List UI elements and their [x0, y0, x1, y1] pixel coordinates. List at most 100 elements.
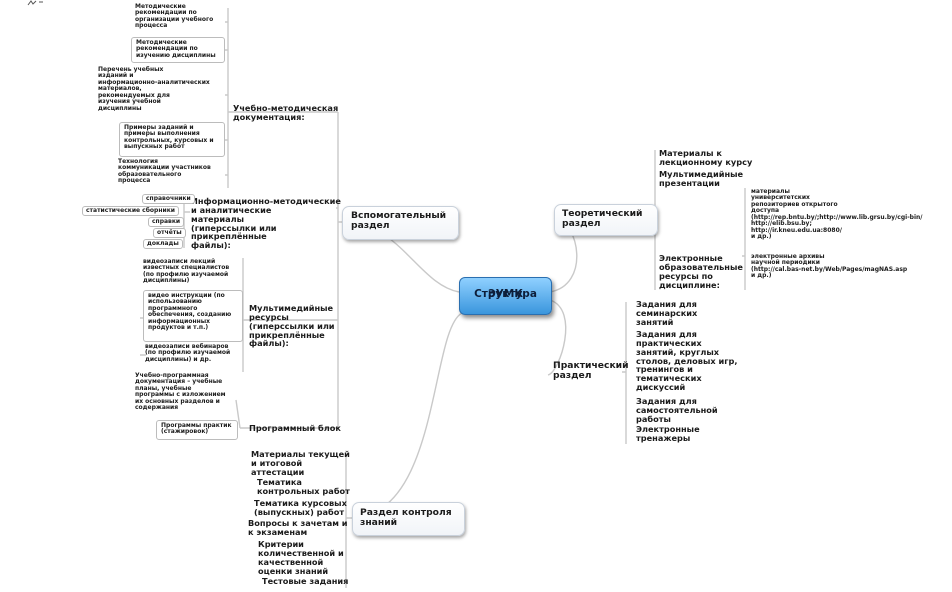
theory-item-1[interactable]: Материалы к лекционному курсу [659, 149, 752, 167]
umd-label-line2: документация: [233, 111, 305, 122]
control-item-3-l2: (выпускных) работ [254, 506, 345, 517]
theory-title-line1: Теоретический [562, 208, 643, 219]
eor-item-2-l4: и др.) [751, 272, 772, 280]
control-item-1-l3: аттестации [251, 466, 305, 477]
umd-item-2-l1: Методические [136, 39, 187, 46]
control-title-line2: знаний [360, 516, 398, 528]
media-item-2-l5: информационных [148, 317, 211, 325]
umd-item-1[interactable]: Методические рекомендации по организации… [135, 3, 214, 30]
media-item-1-l4: дисциплины) [143, 277, 190, 285]
theory-item-3[interactable]: Электронные образовательные ресурсы по д… [659, 254, 743, 289]
media-label-l5: файлы): [249, 338, 289, 349]
control-item-5-l4: оценки знаний [258, 565, 329, 576]
ima-item-4[interactable]: отчёты [153, 228, 186, 239]
media-item-3-l2: (по профилю изучаемой [145, 349, 231, 357]
umd-label[interactable]: Учебно-методическая документация: [233, 104, 338, 122]
aux-section-node[interactable]: Вспомогательный раздел [342, 206, 459, 240]
media-item-2-box[interactable]: видео инструкции (по использованию прогр… [143, 290, 243, 342]
media-item-2-l1: видео инструкции (по [148, 292, 225, 299]
umd-item-5[interactable]: Технология коммуникации участников образ… [118, 158, 211, 185]
prog-item-2-box[interactable]: Программы практик (стажировок) [156, 420, 238, 440]
eor-item-1-l7: http://ir.kneu.edu.ua:8080/ [751, 226, 842, 234]
theory-item-1-l1: Материалы к [659, 148, 722, 158]
ima-label-l2: и аналитические [191, 204, 272, 215]
practice-item-3[interactable]: Задания для самостоятельной работы [636, 397, 718, 424]
media-item-1[interactable]: видеозаписи лекций известных специалисто… [143, 258, 229, 285]
ima-item-1[interactable]: справочники [142, 194, 195, 205]
prog-item-1-l2: документация – учебные [135, 378, 223, 386]
practice-item-2[interactable]: Задания для практических занятий, круглы… [636, 330, 737, 392]
control-item-5-l1: Критерии [258, 539, 304, 549]
ima-item-5[interactable]: доклады [143, 239, 183, 250]
ima-label-l6: файлы): [191, 240, 231, 251]
media-label-l1: Мультимедийные [249, 303, 334, 313]
eor-item-2[interactable]: электронные архивы научной периодики (ht… [751, 253, 907, 280]
ima-item-2[interactable]: статистические сборники [82, 206, 179, 217]
umd-item-1-l4: процесса [135, 22, 168, 30]
control-item-2-l1: Тематика [257, 477, 302, 487]
aux-title-line1: Вспомогательный [351, 210, 447, 221]
ima-label-l3: материалы [191, 213, 245, 224]
prog-item-1-l6: содержания [135, 404, 179, 412]
umd-item-4-l4: выпускных работ [124, 143, 185, 151]
control-item-2[interactable]: Тематика контрольных работ [257, 478, 350, 496]
umd-item-3-l3: информационно-аналитических [98, 78, 210, 86]
practice-item-4[interactable]: Электронные тренажеры [636, 425, 700, 443]
theory-item-2[interactable]: Мультимедийные презентации [659, 170, 743, 188]
eor-item-1-l1: материалы [751, 188, 790, 195]
control-item-5-l3: качественной [258, 556, 324, 567]
practice-item-2-l7: дискуссий [636, 382, 686, 393]
control-title-line1: Раздел контроля [360, 507, 452, 518]
prog-item-1[interactable]: Учебно-программная документация – учебны… [135, 372, 226, 412]
media-item-3-l1: видеозаписи вебинаров [145, 343, 229, 350]
umd-item-3-l6: изучения учебной [98, 98, 161, 106]
control-item-1-l2: и итоговой [251, 457, 303, 468]
umd-item-5-l1: Технология [118, 158, 159, 165]
control-section-node[interactable]: Раздел контроля знаний [352, 502, 465, 536]
umd-item-4-l3: контрольных, курсовых и [124, 136, 214, 144]
prog-item-2-l2: (стажировок) [161, 428, 209, 436]
practice-item-3-l1: Задания для [636, 396, 697, 406]
theory-item-2-l2: презентации [659, 177, 720, 188]
practice-item-2-l1: Задания для [636, 329, 697, 339]
practice-section-node[interactable]: Практический раздел [553, 361, 629, 381]
control-item-3[interactable]: Тематика курсовых (выпускных) работ [254, 499, 347, 517]
ima-label-l1: Информационно-методические [191, 196, 341, 206]
control-item-5[interactable]: Критерии количественной и качественной о… [258, 540, 344, 575]
control-item-6[interactable]: Тестовые задания [262, 576, 349, 586]
control-item-4[interactable]: Вопросы к зачетам и к экзаменам [248, 519, 348, 537]
media-label[interactable]: Мультимедийные ресурсы (гиперссылки или … [249, 304, 335, 348]
umd-item-3-l7: дисциплины [98, 104, 142, 112]
umd-item-1-l3: организации учебного [135, 15, 214, 23]
ima-label[interactable]: Информационно-методические и аналитическ… [191, 197, 341, 250]
eor-item-1-l5: (http://rep.bntu.by/;http://www.lib.grsu… [751, 213, 923, 221]
ima-item-3[interactable]: справки [148, 217, 185, 228]
umd-item-2-l3: изучению дисциплины [136, 51, 216, 59]
ima-label-l4: (гиперссылки или [191, 222, 277, 233]
umd-item-2-box[interactable]: Методические рекомендации по изучению ди… [131, 37, 225, 63]
umd-item-3-l1: Перечень учебных [98, 66, 164, 73]
practice-item-1[interactable]: Задания для семинарских занятий [636, 300, 697, 327]
prog-item-1-l4: программы с изложением [135, 391, 226, 399]
app-glyph-icon [27, 0, 43, 6]
theory-section-node[interactable]: Теоретический раздел [554, 204, 658, 236]
control-item-1[interactable]: Материалы текущей и итоговой аттестации [251, 450, 350, 477]
media-item-3-l3: дисциплины) и др. [145, 355, 212, 363]
practice-item-2-l4: столов, деловых игр, [636, 355, 738, 366]
prog-item-1-l1: Учебно-программная [135, 372, 209, 379]
theory-item-3-l2: образовательные [659, 261, 743, 272]
theory-item-3-l3: ресурсы по [659, 270, 713, 281]
media-item-3[interactable]: видеозаписи вебинаров (по профилю изучае… [145, 343, 231, 363]
media-item-2-l6: продуктов и т.п.) [148, 324, 209, 332]
prog-item-1-l3: планы, учебные [135, 384, 192, 392]
link-aux-spine [337, 112, 342, 428]
umd-item-4-box[interactable]: Примеры заданий и примеры выполнения кон… [119, 122, 225, 157]
prog-label[interactable]: Программный блок [249, 423, 341, 433]
control-item-2-l2: контрольных работ [257, 485, 350, 496]
media-item-2-l2: использованию [148, 298, 202, 306]
eor-item-2-l2: научной периодики [751, 259, 820, 267]
eor-item-1[interactable]: материалы университетских репозиториев о… [751, 188, 923, 241]
umd-item-3[interactable]: Перечень учебных изданий и информационно… [98, 66, 210, 112]
eor-item-1-l2: университетских [751, 194, 810, 202]
